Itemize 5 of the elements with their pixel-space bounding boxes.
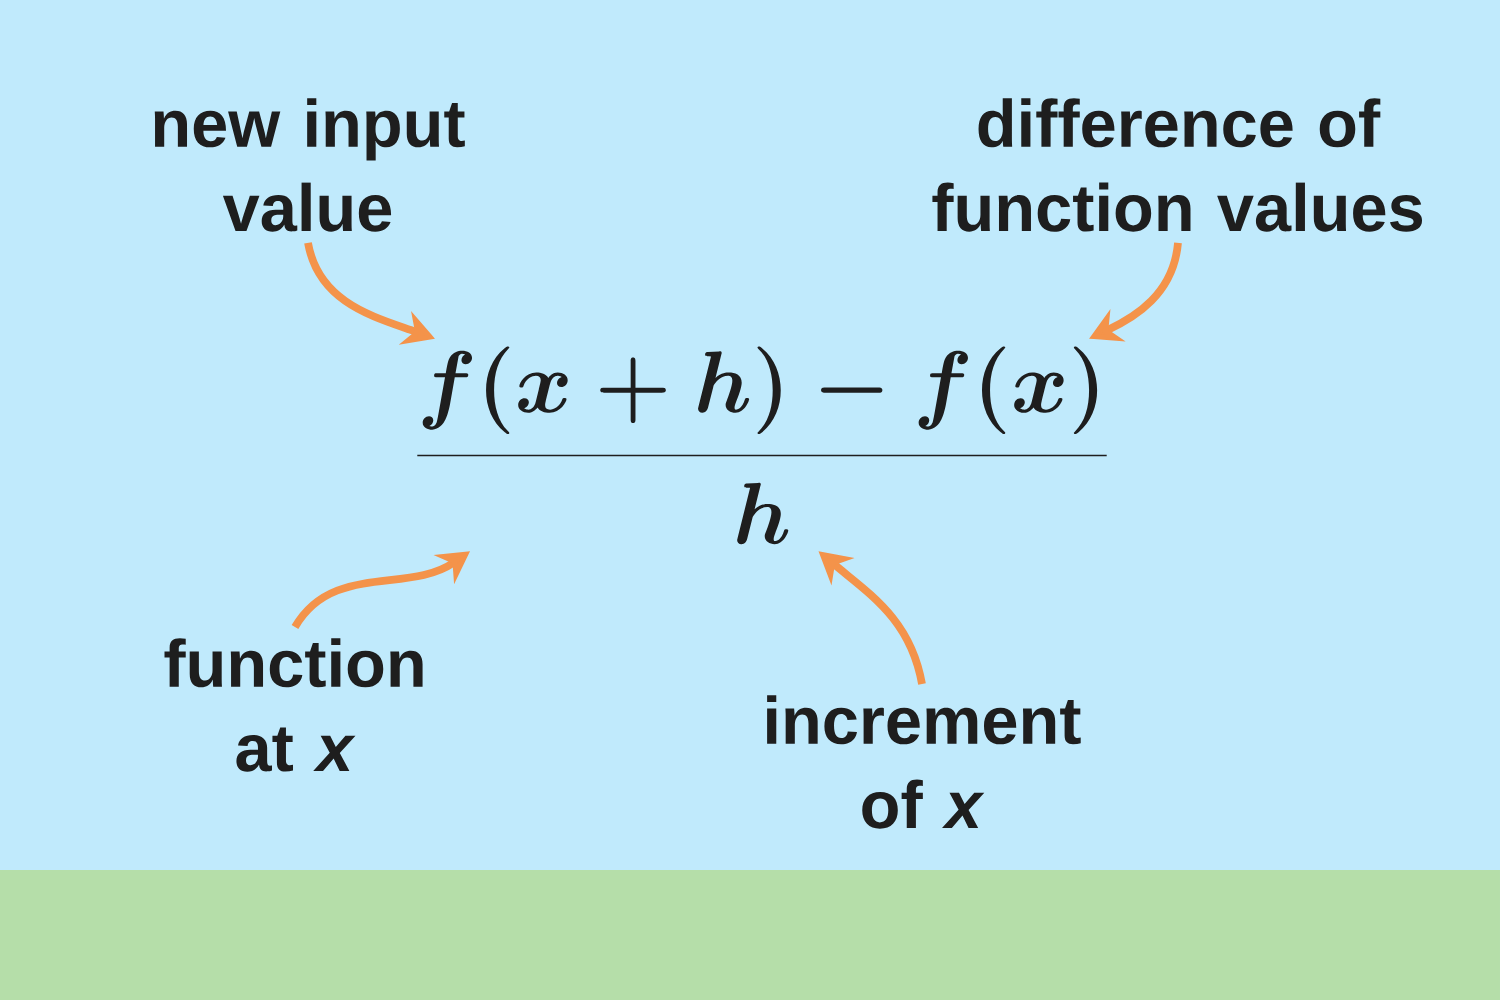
callout-label: function at x <box>164 638 423 772</box>
callout-label: new input value <box>154 98 465 232</box>
formula: $\frac{f(x+h)-f(x)}{h}$ <box>417 346 1107 545</box>
callout-label: increment of x <box>767 695 1081 829</box>
callout-label: difference of function values <box>932 98 1422 232</box>
